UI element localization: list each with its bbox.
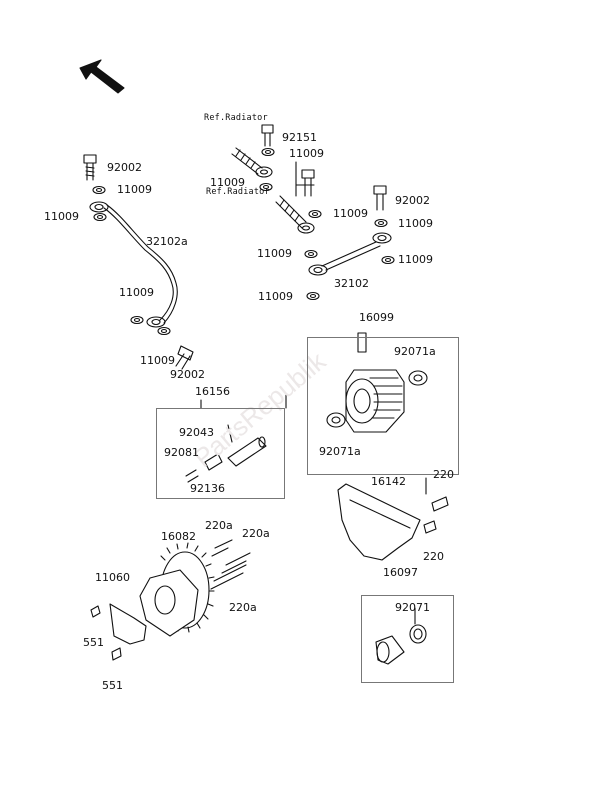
oil-pipe-32102a [84,155,193,369]
part-label: 92043 [179,426,214,439]
oil-filter-16099 [327,333,427,432]
pump-bracket-11060 [91,604,146,660]
filter-group-box [307,337,459,475]
part-label: 11009 [398,253,433,266]
part-label: 11009 [258,290,293,303]
part-label: 92002 [395,194,430,207]
part-label: 11009 [257,247,292,260]
part-label: 11009 [117,183,152,196]
part-label: 551 [83,636,104,649]
part-label: 92002 [170,368,205,381]
part-label: 32102 [334,277,369,290]
pump-shaft-16156 [186,400,266,482]
part-label: 16142 [371,475,406,488]
part-label: 220a [242,527,270,540]
part-label: 16082 [161,530,196,543]
part-label: 92136 [190,482,225,495]
strainer-group-box [361,595,454,683]
part-label: 11009 [210,176,245,189]
part-label: 220a [229,601,257,614]
ref-radiator-label-top: Ref.Radiator [204,113,268,123]
oil-pump-gear-16082 [140,540,250,636]
part-label: 220 [423,550,444,563]
part-label: 32102a [146,235,188,248]
part-label: 11009 [333,207,368,220]
part-label: 92151 [282,131,317,144]
part-label: 220a [205,519,233,532]
part-label: 92071a [319,445,361,458]
pump-cover-16142 [338,484,448,560]
part-label: 11060 [95,571,130,584]
part-label: 16099 [359,311,394,324]
shaft-group-box [156,408,285,499]
part-label: 92071a [394,345,436,358]
part-label: 92071 [395,601,430,614]
part-label: 11009 [119,286,154,299]
oil-strainer-92071 [376,625,426,664]
part-label: 11009 [289,147,324,160]
part-label: 220 [433,468,454,481]
ref-radiator-label-mid: Ref.Radiator [206,187,270,197]
part-label: 11009 [398,217,433,230]
part-label: 92081 [164,446,199,459]
part-label: 551 [102,679,123,692]
front-direction-arrow-icon [80,60,124,93]
part-label: 11009 [140,354,175,367]
oil-hose-assembly [232,125,321,233]
oil-pipe-32102 [305,186,394,300]
part-label: 16097 [383,566,418,579]
part-label: 11009 [44,210,79,223]
part-label: 16156 [195,385,230,398]
part-label: 92002 [107,161,142,174]
